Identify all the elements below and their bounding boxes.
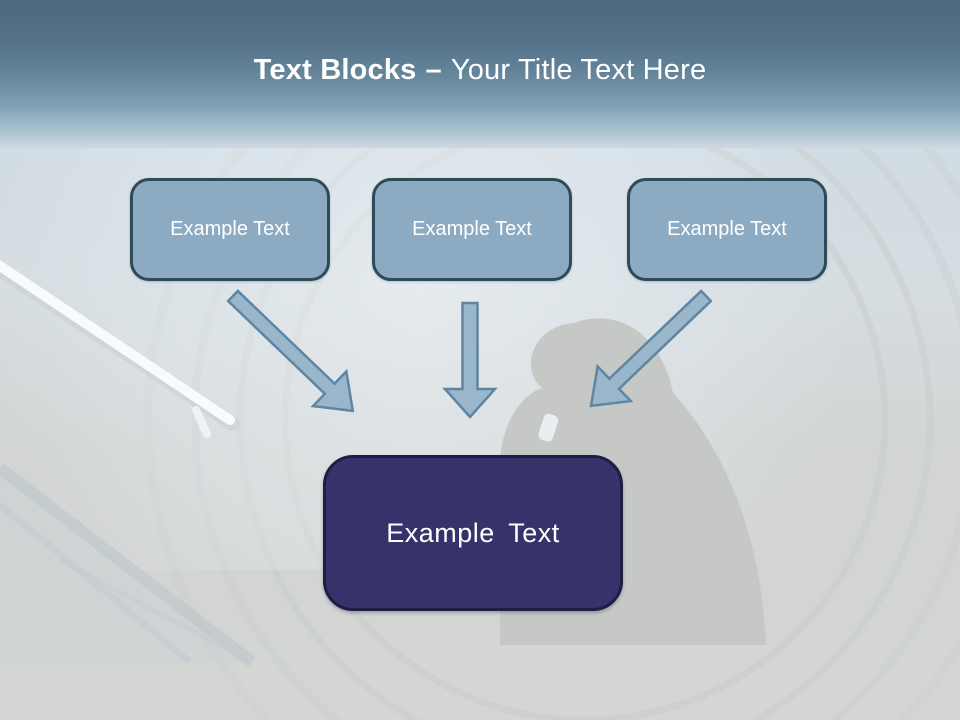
white-object <box>538 413 559 442</box>
staircase-silhouette <box>0 463 256 667</box>
slide-title: Text Blocks – Your Title Text Here <box>0 54 960 87</box>
text-block-1-label: Example Text <box>170 218 290 240</box>
handrail <box>0 259 240 438</box>
text-block-3: Example Text <box>627 178 827 281</box>
title-separator: – <box>425 54 442 86</box>
text-block-1: Example Text <box>130 178 330 281</box>
text-block-2: Example Text <box>372 178 572 281</box>
header-band: Text Blocks – Your Title Text Here <box>0 0 960 148</box>
center-text-block-label: Example Text <box>386 517 560 548</box>
center-text-block: Example Text <box>323 455 623 611</box>
title-regular-part: Your Title Text Here <box>450 54 707 86</box>
text-block-2-label: Example Text <box>412 218 532 240</box>
title-bold-part: Text Blocks <box>253 54 417 86</box>
text-block-3-label: Example Text <box>667 218 787 240</box>
